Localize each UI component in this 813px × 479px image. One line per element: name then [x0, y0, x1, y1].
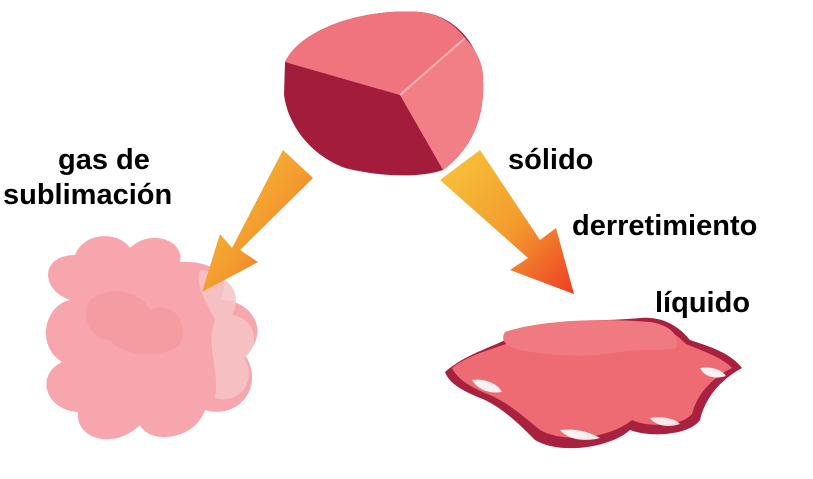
melting-label: derretimiento	[572, 209, 757, 243]
liquid-label: líquido	[655, 286, 750, 320]
gas-label-line1: gas de	[58, 143, 150, 177]
gas-label-line2: sublimación	[3, 178, 172, 212]
arrow-down-left-icon	[202, 150, 313, 292]
solid-label: sólido	[508, 143, 593, 177]
liquid-puddle-icon	[445, 318, 742, 448]
ice-block-icon	[284, 12, 483, 176]
